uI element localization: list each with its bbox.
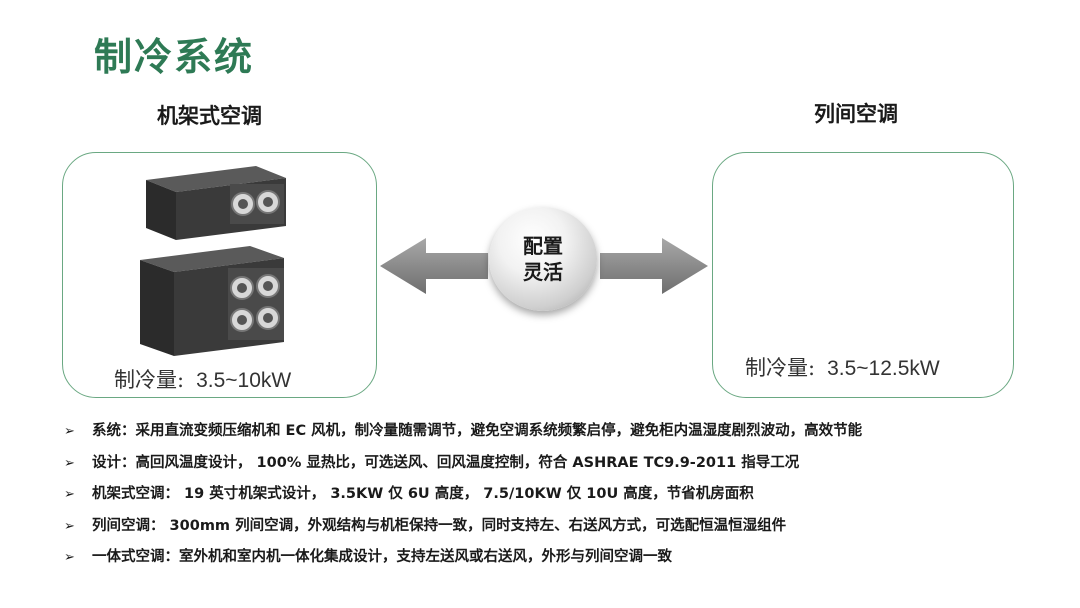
bullet-arrow-icon: ➢ xyxy=(64,550,75,565)
flexible-config-badge: 配置 灵活 xyxy=(489,207,597,311)
left-arrow-icon xyxy=(380,238,488,294)
slide-title: 制冷系统 xyxy=(94,35,255,79)
capacity-value: 3.5~12.5kW xyxy=(827,357,940,380)
bullet-arrow-icon: ➢ xyxy=(64,487,75,502)
capacity-label: 制冷量: xyxy=(114,368,185,392)
list-item-text: 设计：高回风温度设计， 100% 显热比，可选送风、回风温度控制，符合 ASHR… xyxy=(92,454,800,471)
rack-ac-unit-small xyxy=(146,166,286,240)
list-item-text: 列间空调： 300mm 列间空调，外观结构与机柜保持一致，同时支持左、右送风方式… xyxy=(92,517,787,534)
list-item-text: 一体式空调：室外机和室内机一体化集成设计，支持左送风或右送风，外形与列间空调一致 xyxy=(92,549,672,565)
inrow-ac-heading: 列间空调 xyxy=(814,102,898,126)
capacity-value: 3.5~10kW xyxy=(196,369,292,392)
bullet-arrow-icon: ➢ xyxy=(64,455,75,471)
rack-ac-capacity: 制冷量: 3.5~10kW xyxy=(114,364,291,394)
right-arrow-icon xyxy=(600,238,708,294)
list-item: ➢ 列间空调： 300mm 列间空调，外观结构与机柜保持一致，同时支持左、右送风方… xyxy=(64,511,1064,543)
list-item: ➢ 一体式空调：室外机和室内机一体化集成设计，支持左送风或右送风，外形与列间空调一… xyxy=(64,542,1064,574)
list-item: ➢ 设计：高回风温度设计， 100% 显热比，可选送风、回风温度控制，符合 ASH… xyxy=(64,448,1064,480)
inrow-ac-panel xyxy=(712,152,1014,398)
bullet-arrow-icon: ➢ xyxy=(64,518,75,534)
list-item-text: 系统：采用直流变频压缩机和 EC 风机，制冷量随需调节，避免空调系统频繁启停，避… xyxy=(92,423,863,439)
rack-ac-heading: 机架式空调 xyxy=(157,104,262,128)
list-item: ➢ 系统：采用直流变频压缩机和 EC 风机，制冷量随需调节，避免空调系统频繁启停，… xyxy=(64,416,1064,448)
badge-line-1: 配置 xyxy=(523,234,563,258)
bullet-arrow-icon: ➢ xyxy=(64,424,75,439)
badge-line-2: 灵活 xyxy=(523,260,563,284)
list-item-text: 机架式空调： 19 英寸机架式设计， 3.5KW 仅 6U 高度， 7.5/10… xyxy=(92,486,754,502)
capacity-label: 制冷量: xyxy=(745,356,816,380)
feature-list: ➢ 系统：采用直流变频压缩机和 EC 风机，制冷量随需调节，避免空调系统频繁启停，… xyxy=(64,416,1064,574)
rack-ac-unit-image xyxy=(140,166,286,356)
list-item: ➢ 机架式空调： 19 英寸机架式设计， 3.5KW 仅 6U 高度， 7.5/1… xyxy=(64,479,1064,511)
rack-ac-unit-large xyxy=(140,246,284,356)
inrow-ac-capacity: 制冷量: 3.5~12.5kW xyxy=(745,352,940,382)
